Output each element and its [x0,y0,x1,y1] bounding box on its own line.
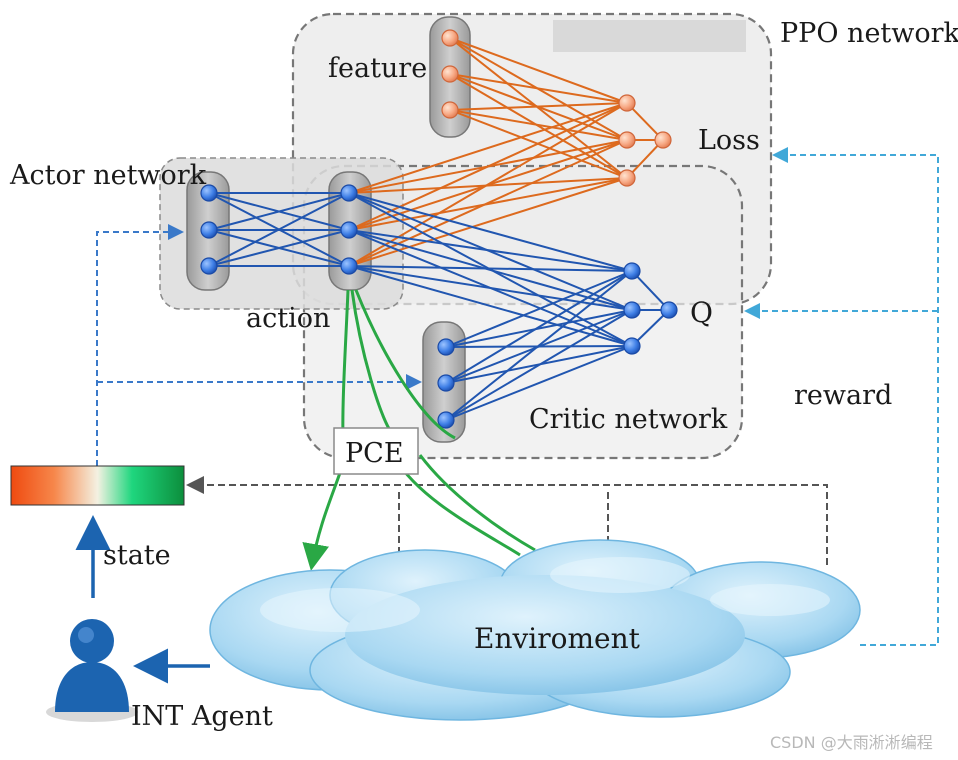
blue-neuron [200,257,218,275]
blue-neuron [623,301,641,319]
orange-neuron [654,131,672,149]
state-bar [10,465,185,506]
orange-link [449,109,628,141]
blue-link [348,265,633,311]
ppo-network-label: PPO network [780,18,958,49]
orange-link [348,139,628,267]
blue-link [348,229,633,311]
blue-connection-links [208,192,670,421]
cloud-highlights [260,557,830,632]
orange-neurons [441,29,672,187]
environment-to-state-lines [186,476,828,565]
state-feedback-lines [96,224,422,466]
orange-link [626,102,664,141]
orange-link [449,102,628,111]
orange-link [348,102,628,231]
actor-network-label: Actor network [9,160,207,191]
orange-neuron [441,65,459,83]
reward-label: reward [794,380,892,411]
blue-neuron [660,301,678,319]
blue-neuron [200,184,218,202]
blue-neurons [200,184,678,429]
q-label: Q [690,296,713,329]
blue-neuron [623,337,641,355]
blue-link [208,192,350,231]
blue-link [445,270,633,348]
feature-label: feature [328,53,427,84]
action-label: action [246,303,330,334]
orange-link [348,102,628,194]
blue-link [631,270,670,311]
orange-neuron [618,169,636,187]
blue-neuron [340,221,358,239]
environment-label: Enviroment [474,622,641,655]
state-label: state [103,540,171,571]
blue-neuron [623,262,641,280]
pce-box [333,427,419,475]
blue-link [348,265,633,272]
blue-neuron [437,374,455,392]
int-agent-label: INT Agent [131,701,273,732]
ppo-header-bar [553,20,746,52]
watermark: CSDN @大雨淅淅编程 [770,733,933,752]
orange-link [348,102,628,267]
orange-neuron [441,29,459,47]
blue-neuron [200,221,218,239]
orange-neuron [618,94,636,112]
orange-link [449,37,628,104]
orange-neuron [441,101,459,119]
orange-link [348,177,628,267]
orange-link [449,73,628,104]
blue-neuron [437,338,455,356]
blue-link [208,229,350,267]
blue-link [445,309,633,421]
person-icon [46,619,138,722]
critic-network-label: Critic network [529,404,728,435]
blue-neuron [340,257,358,275]
blue-link [445,309,633,348]
blue-link [348,192,633,272]
orange-neuron [618,131,636,149]
blue-neuron [437,411,455,429]
reward-feedback-lines [744,147,939,646]
orange-link [626,139,664,179]
loss-label: Loss [698,125,760,156]
blue-neuron [340,184,358,202]
blue-link [208,192,350,267]
blue-link [445,270,633,421]
blue-link [445,270,633,384]
blue-link [445,345,633,421]
cloud-icon [209,539,861,721]
blue-link [348,265,633,347]
blue-link [631,309,670,347]
blue-link [348,229,633,272]
pce-label: PCE [345,438,404,469]
